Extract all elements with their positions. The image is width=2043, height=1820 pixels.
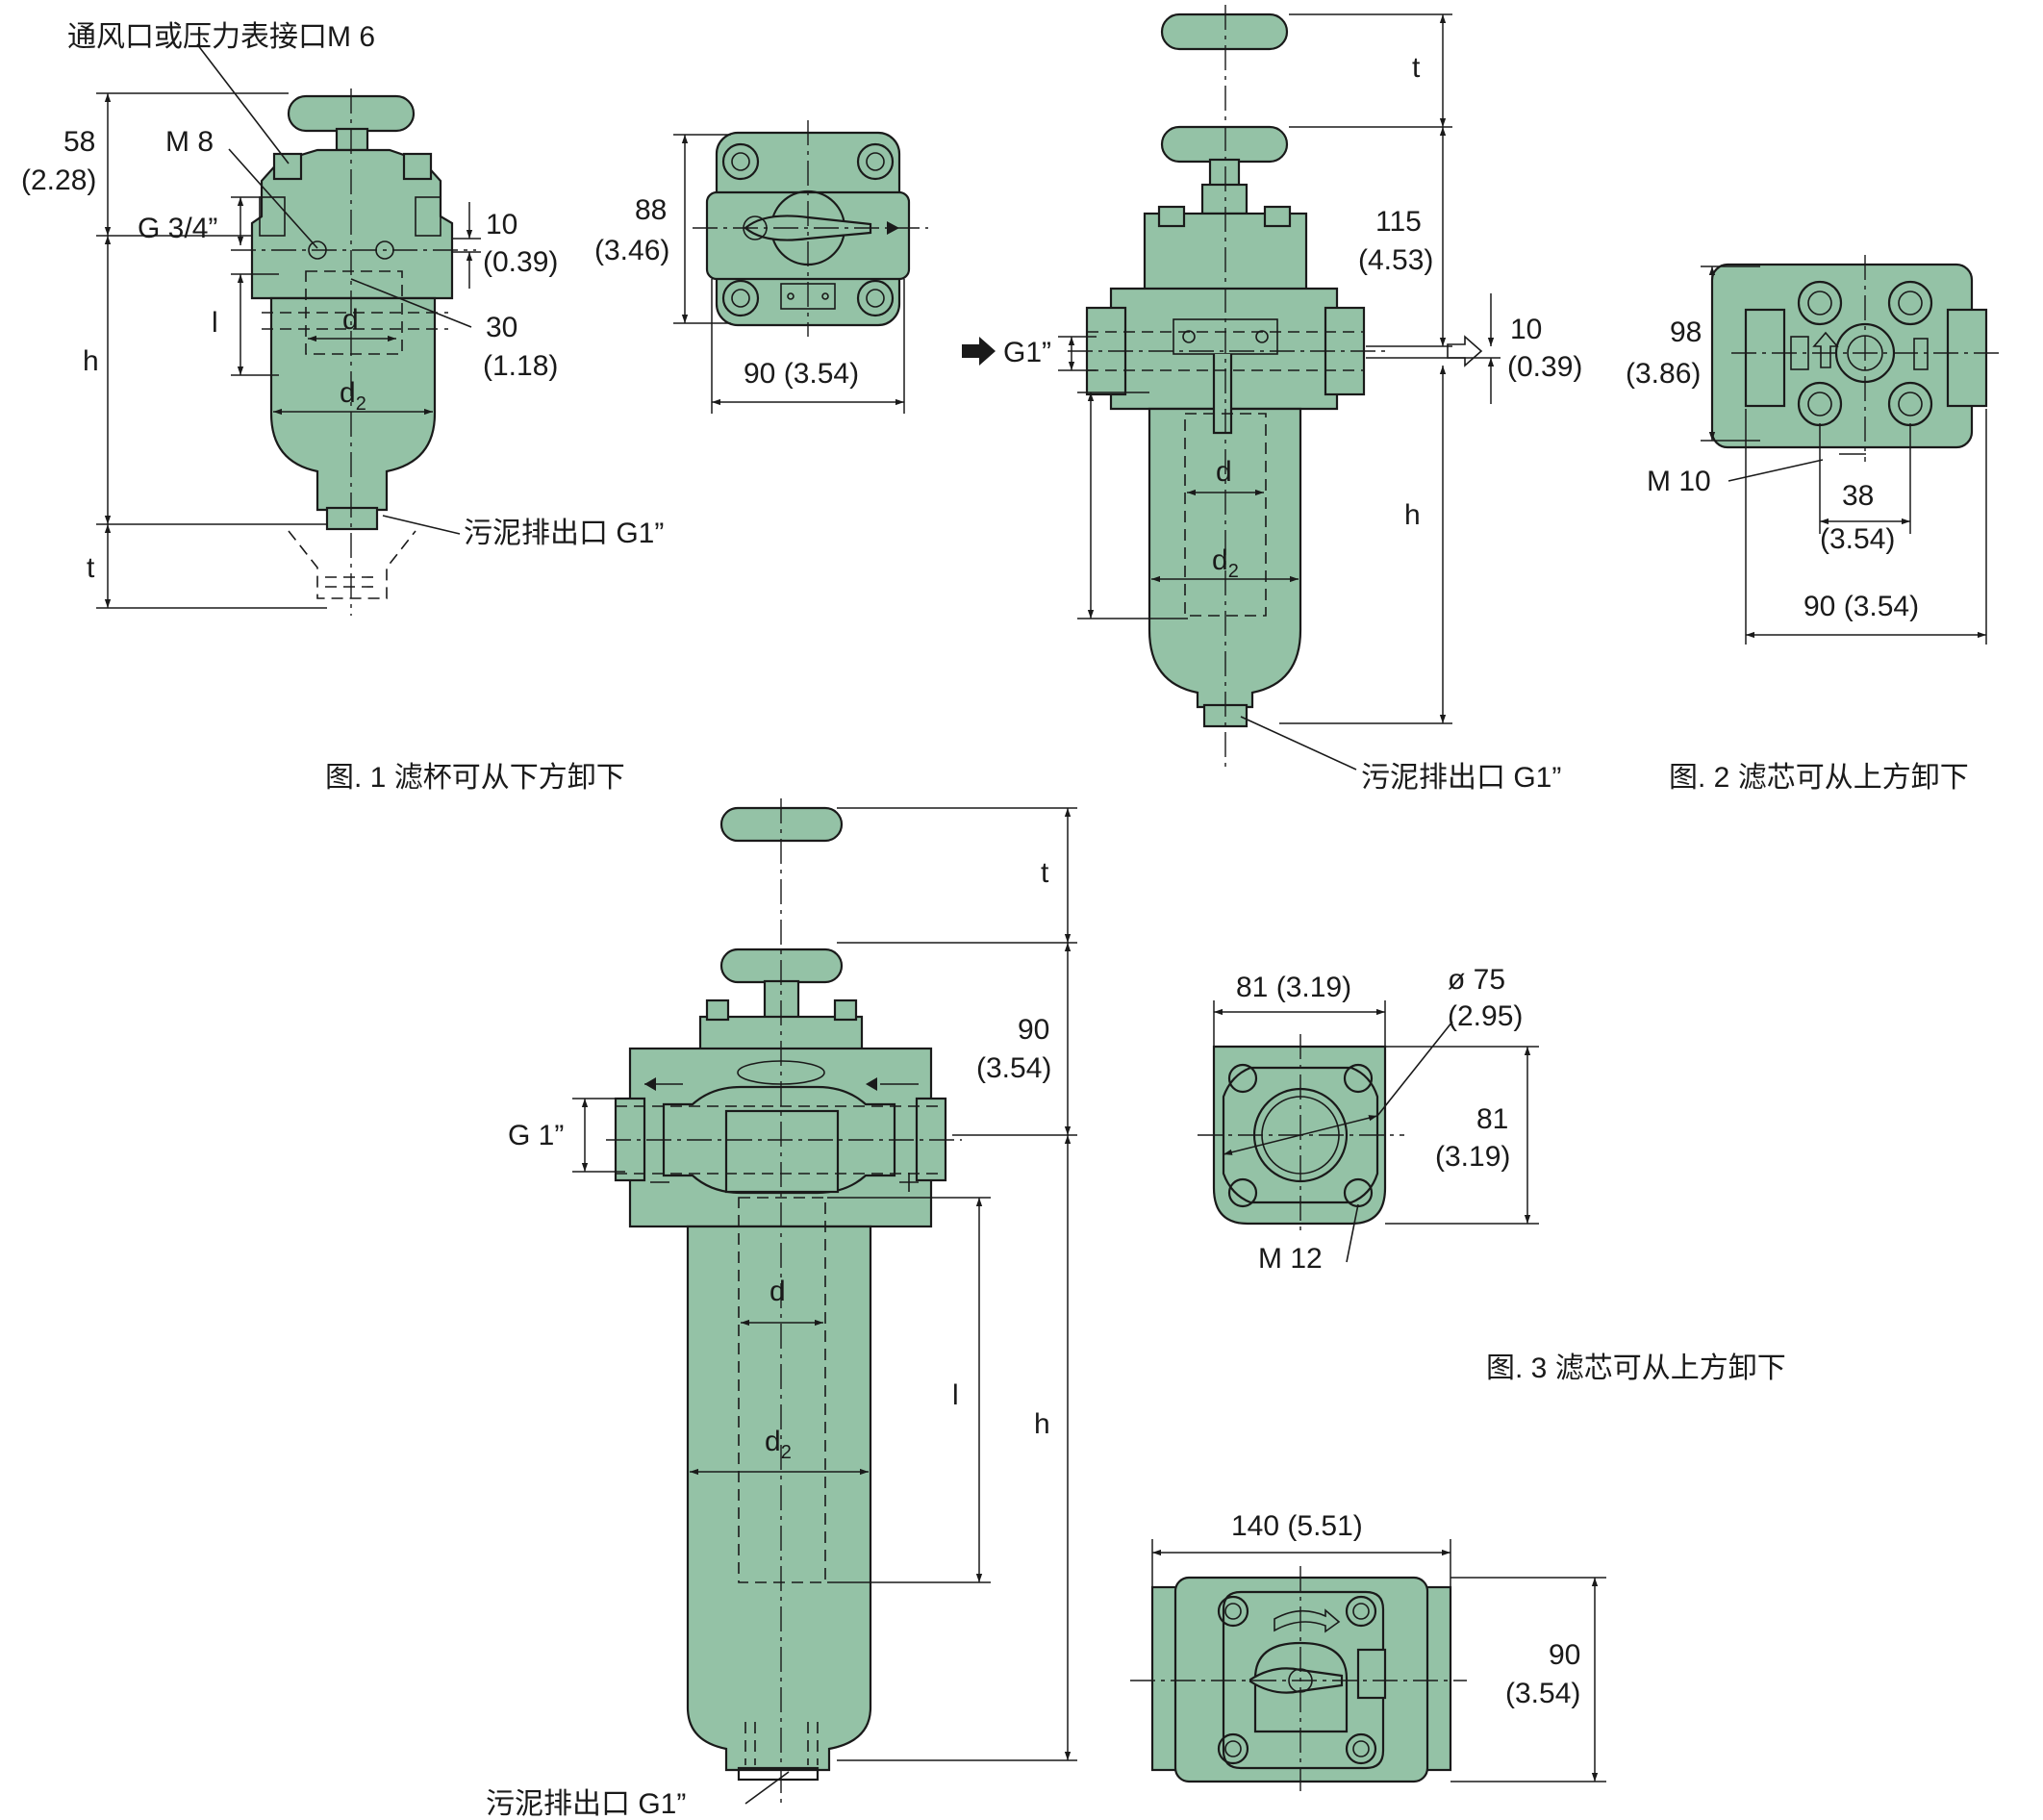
fig3-d2-label: d2 bbox=[765, 1426, 792, 1463]
fig2-drain-label: 污泥排出口 G1” bbox=[1361, 762, 1561, 794]
fig3-t-label: t bbox=[1041, 857, 1049, 889]
fig2-dim-10: 10 bbox=[1510, 314, 1542, 345]
fig3-h-label: h bbox=[1034, 1408, 1050, 1440]
fig3-top-view bbox=[1130, 1539, 1606, 1791]
fig1-top-h-in: (3.46) bbox=[594, 235, 669, 266]
fig2-g1-label: G1” bbox=[1003, 337, 1051, 368]
fig3-flange-w: 81 (3.19) bbox=[1236, 972, 1351, 1003]
fig1-dim-10-in: (0.39) bbox=[483, 246, 558, 278]
fig3-dim-90-in: (3.54) bbox=[976, 1052, 1051, 1084]
fig3-phi-in: (2.95) bbox=[1448, 1000, 1523, 1032]
fig2-top-h: 98 bbox=[1670, 316, 1702, 348]
fig2-dim-38-in: (3.54) bbox=[1820, 523, 1895, 555]
fig1-caption: 图. 1 滤杯可从下方卸下 bbox=[325, 762, 625, 794]
fig1-top-w: 90 (3.54) bbox=[744, 358, 859, 390]
fig3-top-h-in: (3.54) bbox=[1505, 1678, 1580, 1709]
fig3-side-view bbox=[572, 798, 1077, 1808]
fig1-l-label: l bbox=[212, 307, 218, 339]
fig1-dim-30: 30 bbox=[486, 312, 517, 343]
fig3-top-h: 90 bbox=[1549, 1639, 1580, 1671]
fig2-top-h-in: (3.86) bbox=[1626, 358, 1701, 390]
fig2-dim-38: 38 bbox=[1842, 480, 1874, 512]
fig3-flange-view bbox=[1198, 1000, 1539, 1263]
fig3-m12-label: M 12 bbox=[1258, 1243, 1323, 1275]
fig1-top-h: 88 bbox=[635, 194, 667, 226]
fig3-flange-h: 81 bbox=[1476, 1103, 1508, 1135]
fig1-side-view bbox=[96, 43, 481, 616]
fig2-dim-115: 115 bbox=[1375, 206, 1422, 238]
fig3-top-w: 140 (5.51) bbox=[1231, 1510, 1363, 1542]
fig1-vent-port-label: 通风口或压力表接口M 6 bbox=[67, 21, 375, 53]
fig2-t-label: t bbox=[1412, 52, 1421, 84]
fig1-g34-label: G 3/4” bbox=[138, 213, 217, 244]
fig2-m10-label: M 10 bbox=[1647, 466, 1711, 497]
fig1-d-label: d bbox=[342, 304, 359, 336]
fig1-dim-10: 10 bbox=[486, 209, 517, 240]
fig3-g1-label: G 1” bbox=[508, 1120, 564, 1151]
fig2-top-view bbox=[1701, 255, 2001, 645]
fig2-d-label: d bbox=[1216, 456, 1232, 488]
fig3-l-label: l bbox=[952, 1379, 959, 1411]
fig2-side-view bbox=[962, 5, 1501, 771]
fig2-dim-10-in: (0.39) bbox=[1507, 351, 1582, 383]
fig2-caption: 图. 2 滤芯可从上方卸下 bbox=[1669, 762, 1969, 794]
fig1-drain-label: 污泥排出口 G1” bbox=[464, 518, 664, 549]
fig3-flange-h-in: (3.19) bbox=[1435, 1141, 1510, 1173]
fig3-dim-90: 90 bbox=[1018, 1014, 1049, 1046]
fig2-h-label: h bbox=[1404, 499, 1421, 531]
fig1-m8-label: M 8 bbox=[165, 126, 214, 158]
fig1-h-label: h bbox=[83, 345, 99, 377]
fig1-dim-58-in: (2.28) bbox=[21, 164, 96, 196]
fig3-d-label: d bbox=[769, 1276, 786, 1307]
fig3-caption: 图. 3 滤芯可从上方卸下 bbox=[1486, 1352, 1786, 1384]
fig3-phi-label: ø 75 bbox=[1448, 964, 1505, 996]
fig1-t-label: t bbox=[87, 552, 95, 584]
fig1-d2-label: d2 bbox=[340, 377, 366, 415]
fig2-dim-115-in: (4.53) bbox=[1358, 244, 1433, 276]
fig1-dim-58: 58 bbox=[63, 126, 95, 158]
fig2-top-w: 90 (3.54) bbox=[1803, 591, 1919, 622]
fig3-drain-label: 污泥排出口 G1” bbox=[486, 1788, 686, 1820]
fig2-d2-label: d2 bbox=[1212, 544, 1239, 582]
fig1-dim-30-in: (1.18) bbox=[483, 350, 558, 382]
fig1-top-view bbox=[673, 120, 928, 414]
